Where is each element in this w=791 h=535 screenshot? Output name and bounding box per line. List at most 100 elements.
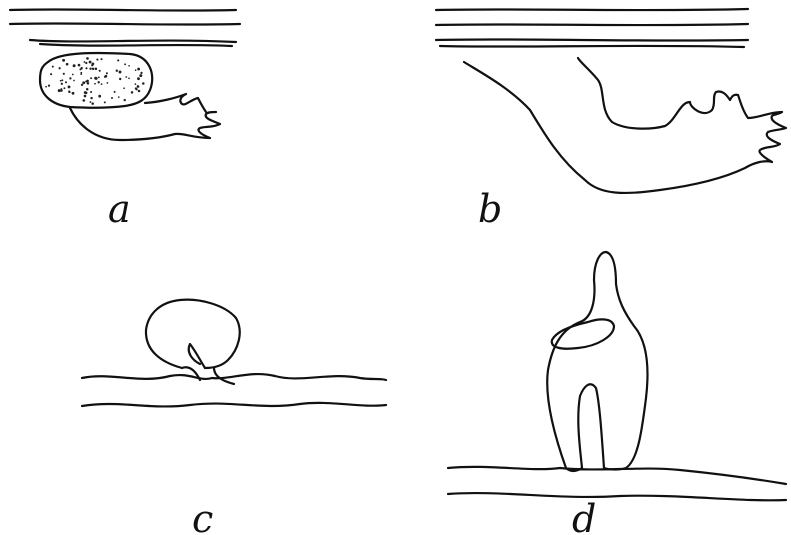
granule-dot	[119, 78, 121, 80]
granule-dot	[118, 96, 120, 98]
granule-dot	[90, 77, 92, 79]
granule-dot	[58, 67, 60, 69]
granule-dot	[104, 101, 106, 103]
granule-dot	[63, 87, 65, 89]
granule-dot	[96, 59, 98, 61]
surface-line-a1	[10, 9, 236, 10]
granule-dot	[86, 88, 89, 91]
granule-dot	[63, 73, 65, 75]
granule-dot	[62, 59, 65, 62]
granule-dot	[137, 85, 140, 88]
granule-dot	[98, 95, 101, 98]
granule-dot	[123, 87, 125, 89]
granule-dot	[135, 83, 137, 85]
granule-dot	[58, 89, 61, 92]
granule-dot	[124, 99, 126, 101]
granule-dot	[60, 88, 62, 90]
granule-dot	[95, 77, 98, 80]
granule-dot	[90, 91, 92, 93]
granule-dot	[80, 72, 82, 74]
granule-dot	[61, 79, 63, 81]
panel-a: a	[10, 9, 240, 231]
granule-dot	[86, 57, 89, 60]
pseudopod-arm-a	[70, 94, 220, 140]
granule-dot	[95, 68, 98, 71]
granule-dot	[119, 71, 122, 74]
granules-a	[45, 57, 144, 105]
granule-dot	[60, 80, 62, 82]
granular-body-a	[40, 53, 152, 108]
granule-dot	[66, 63, 69, 66]
granule-dot	[131, 91, 134, 94]
panel-b: b	[436, 9, 786, 231]
panel-c: c	[82, 300, 386, 535]
panel-d: d	[448, 252, 786, 535]
granule-dot	[73, 80, 75, 82]
granule-dot	[89, 61, 92, 64]
granule-dot	[65, 81, 67, 83]
granule-dot	[90, 97, 92, 99]
granule-dot	[107, 82, 109, 84]
granule-dot	[137, 77, 140, 80]
granule-dot	[125, 76, 127, 78]
panel-label-b: b	[478, 187, 502, 231]
granule-dot	[61, 83, 63, 85]
granule-dot	[87, 82, 90, 85]
granule-dot	[128, 65, 130, 67]
granule-dot	[98, 77, 100, 79]
granule-dot	[78, 64, 81, 67]
granule-dot	[85, 80, 87, 82]
granule-dot	[52, 66, 54, 68]
granule-dot	[117, 59, 119, 61]
surface-line-c1	[82, 374, 386, 380]
surface-line-a4	[40, 44, 232, 46]
granule-dot	[101, 83, 103, 85]
surface-line-b1	[436, 9, 748, 10]
granule-dot	[84, 95, 87, 98]
granule-dot	[85, 62, 87, 64]
granule-dot	[91, 102, 94, 105]
granule-dot	[68, 85, 71, 88]
granule-dot	[99, 70, 101, 72]
granule-dot	[140, 72, 142, 74]
granule-dot	[85, 67, 87, 69]
granule-dot	[128, 77, 130, 79]
granule-dot	[135, 69, 137, 71]
granule-dot	[50, 73, 52, 75]
granule-dot	[79, 68, 81, 70]
panel-label-d: d	[572, 497, 596, 535]
granule-dot	[84, 61, 86, 63]
granule-dot	[82, 81, 85, 84]
granule-dot	[84, 91, 87, 94]
granule-dot	[138, 90, 141, 93]
granule-dot	[135, 88, 137, 90]
surface-line-a2	[10, 23, 240, 24]
granule-dot	[114, 91, 116, 93]
granule-dot	[72, 74, 74, 76]
granule-dot	[142, 82, 145, 85]
granule-dot	[139, 74, 142, 77]
granule-dot	[106, 72, 108, 74]
panel-label-c: c	[192, 497, 213, 535]
granule-dot	[89, 101, 91, 103]
granule-dot	[81, 84, 83, 86]
granule-dot	[105, 75, 108, 78]
panel-label-a: a	[108, 187, 131, 231]
granule-dot	[97, 81, 99, 83]
surface-line-b3	[436, 39, 748, 40]
surface-line-c2	[82, 403, 386, 407]
granule-dot	[48, 84, 50, 86]
granule-dot	[116, 69, 118, 71]
body-d	[547, 252, 647, 471]
surface-line-a3	[30, 40, 236, 42]
granule-dot	[111, 97, 113, 99]
granule-dot	[82, 99, 85, 102]
lobe-d	[552, 319, 614, 348]
granule-dot	[92, 68, 94, 70]
granule-dot	[45, 86, 47, 88]
surface-line-d2	[448, 493, 786, 500]
granule-dot	[91, 64, 93, 66]
granule-dot	[89, 68, 91, 70]
granule-dot	[72, 92, 75, 95]
